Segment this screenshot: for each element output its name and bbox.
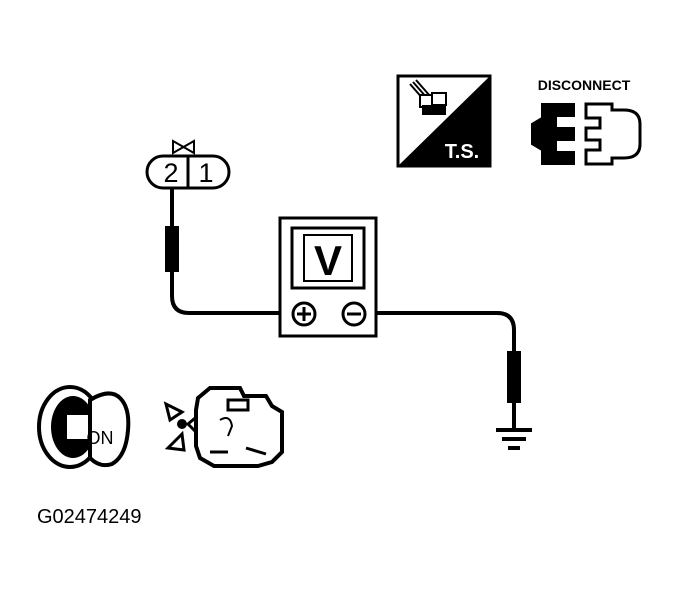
- ts-icon: T.S.: [396, 74, 492, 168]
- figure-id: G02474249: [37, 506, 142, 528]
- disconnect-label: DISCONNECT: [538, 77, 631, 93]
- ts-label: T.S.: [445, 141, 479, 163]
- connector-icon: 2 1: [145, 139, 231, 190]
- disconnect-icon: DISCONNECT: [531, 77, 642, 166]
- positive-lead: [165, 188, 282, 315]
- connector-pin-2: 2: [163, 158, 178, 188]
- voltmeter-label: V: [314, 237, 342, 284]
- connector-pin-1: 1: [198, 158, 213, 188]
- ignition-key-label: ON: [87, 428, 114, 448]
- negative-lead: [376, 311, 521, 428]
- ignition-key-icon: ON: [37, 385, 131, 469]
- ground-icon: [496, 428, 532, 450]
- engine-icon: [163, 386, 284, 468]
- voltmeter-icon: V: [278, 216, 378, 338]
